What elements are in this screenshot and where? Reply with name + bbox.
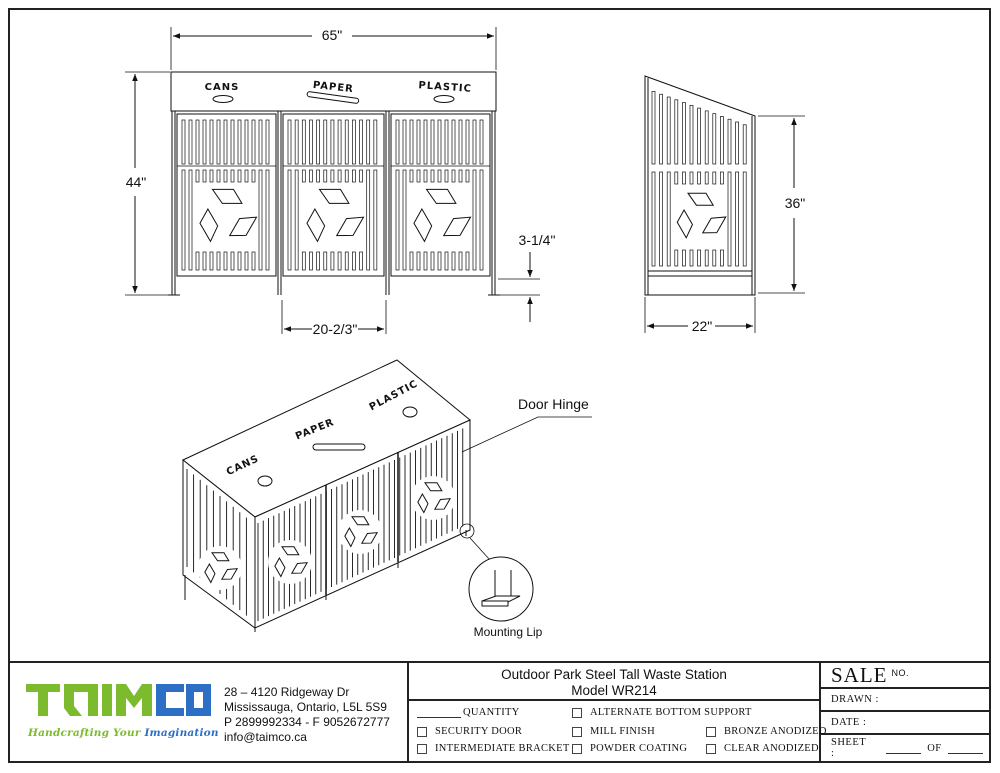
option-security-door[interactable]: SECURITY DOOR [417,726,522,737]
options-list: QUANTITY SECURITY DOOR INTERMEDIATE BRAC… [409,701,826,761]
product-name: Outdoor Park Steel Tall Waste Station [501,667,727,682]
front-door-panel [176,113,277,277]
tagline-part-2: Imagination [144,727,219,739]
company-tagline: Handcrafting Your Imagination [28,727,219,739]
product-title: Outdoor Park Steel Tall Waste Station Mo… [409,663,819,701]
sheet-number-blank[interactable] [885,743,922,754]
door-hinge-label: Door Hinge [518,396,589,412]
dim-bin-width: 20-2/3" [313,321,358,337]
quantity-blank[interactable] [417,707,461,718]
sale-no-label: NO. [891,668,910,678]
company-section: Handcrafting Your Imagination 28 – 4120 … [10,663,409,761]
recycle-icon [199,188,258,243]
recycle-icon [306,188,365,243]
of-label: OF [927,742,942,754]
lid-label-plastic: PLASTIC [418,80,472,95]
label-bronze-anodized: BRONZE ANODIZED [724,726,827,737]
address-line-1: 28 – 4120 Ridgeway Dr [224,685,350,699]
front-door-panel [282,113,385,277]
sheet-row[interactable]: SHEET : OF [821,735,989,761]
dim-side-depth: 22" [692,318,713,334]
drawn-label: DRAWN : [831,694,879,705]
checkbox-clear-anodized[interactable] [706,743,716,754]
label-intermediate-bracket: INTERMEDIATE BRACKET [435,743,570,754]
date-label: DATE : [831,717,867,728]
dim-overall-height: 44" [126,174,147,190]
option-mill-finish[interactable]: MILL FINISH [572,726,655,737]
dim-side-height: 36" [785,195,806,211]
label-powder-coating: POWDER COATING [590,743,688,754]
quantity-label: QUANTITY [463,707,520,718]
front-view: 65" 44" CANS PAPER PLASTIC 20-2/3" [125,27,555,337]
option-bronze-anodized[interactable]: BRONZE ANODIZED [706,726,827,737]
sheet-label: SHEET : [831,737,866,759]
recycle-icon [413,188,472,243]
checkbox-bronze-anodized[interactable] [706,726,716,737]
sheet-total-blank[interactable] [947,743,983,754]
technical-drawing: 65" 44" CANS PAPER PLASTIC 20-2/3" [125,27,806,639]
label-clear-anodized: CLEAR ANODIZED [724,743,819,754]
mounting-lip-label: Mounting Lip [474,625,543,639]
dim-ground-clearance: 3-1/4" [519,232,556,248]
checkbox-mill-finish[interactable] [572,726,582,737]
recycle-icon [417,482,452,514]
front-door-panel [390,113,491,277]
isometric-view: CANS PAPER PLASTIC Door Hinge Mounting L… [182,359,592,639]
option-clear-anodized[interactable]: CLEAR ANODIZED [706,743,819,754]
product-model: Model WR214 [571,683,657,698]
recycle-icon [676,192,727,239]
drawn-row[interactable]: DRAWN : [821,689,989,712]
recycle-icon [344,516,379,548]
title-block: Handcrafting Your Imagination 28 – 4120 … [8,661,991,763]
sale-section: SALE NO. DRAWN : DATE : SHEET : OF [821,663,989,761]
checkbox-powder-coating[interactable] [572,743,582,754]
checkbox-security-door[interactable] [417,726,427,737]
recycle-icon [274,546,309,578]
option-powder-coating[interactable]: POWDER COATING [572,743,687,754]
date-row[interactable]: DATE : [821,712,989,735]
lid-label-paper: PAPER [312,80,354,95]
quantity-field[interactable]: QUANTITY [417,707,520,718]
company-address: 28 – 4120 Ridgeway Dr Mississauga, Ontar… [224,685,390,745]
checkbox-alternate-bottom-support[interactable] [572,707,582,718]
label-security-door: SECURITY DOOR [435,726,523,737]
checkbox-intermediate-bracket[interactable] [417,743,427,754]
label-alternate-bottom-support: ALTERNATE BOTTOM SUPPORT [590,707,752,718]
tagline-part-1: Handcrafting Your [28,727,141,739]
side-view: 36" 22" [644,75,806,334]
company-email[interactable]: info@taimco.ca [224,730,307,744]
lid-label-cans: CANS [205,82,240,93]
option-intermediate-bracket[interactable]: INTERMEDIATE BRACKET [417,743,570,754]
taimco-logo [26,684,211,716]
dim-overall-width: 65" [322,27,343,43]
option-alternate-bottom-support[interactable]: ALTERNATE BOTTOM SUPPORT [572,707,752,718]
sale-no-row: SALE NO. [821,663,989,689]
label-mill-finish: MILL FINISH [590,726,656,737]
phone-fax: P 2899992334 - F 9052672777 [224,715,390,729]
address-line-2: Mississauga, Ontario, L5L 5S9 [224,700,387,714]
product-section: Outdoor Park Steel Tall Waste Station Mo… [409,663,826,761]
recycle-icon [204,552,239,584]
sale-label: SALE [831,662,888,687]
